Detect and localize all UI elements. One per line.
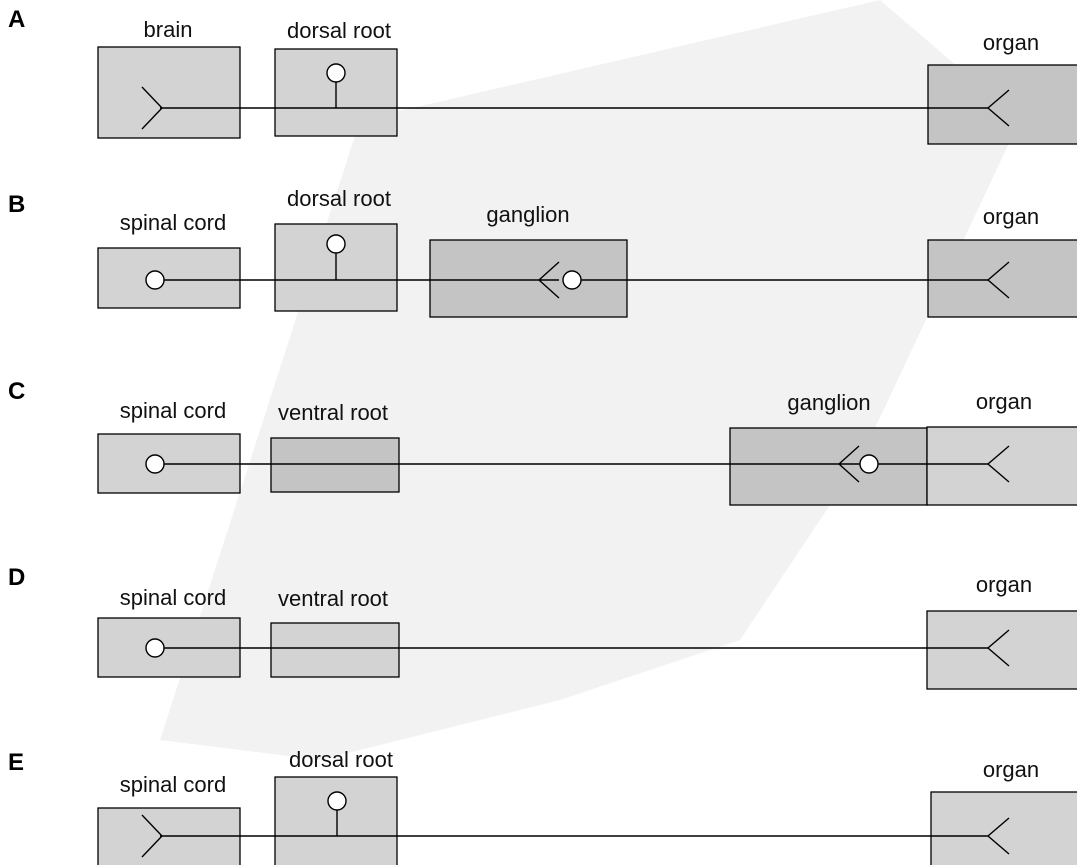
soma-circle-icon <box>145 270 165 290</box>
organ-box <box>927 64 1077 145</box>
soma-circle-icon <box>859 454 879 474</box>
organ-box <box>926 426 1077 506</box>
synapse-chevron-icon <box>537 261 560 299</box>
synapse-chevron-icon <box>986 89 1010 127</box>
organ-label: organ <box>983 204 1039 229</box>
soma-circle-icon <box>145 454 165 474</box>
box2-label: dorsal root <box>287 186 391 211</box>
option-b: B spinal cord dorsal root ganglion organ <box>8 186 1077 318</box>
box1-label: brain <box>144 17 193 42</box>
synapse-chevron-icon <box>986 629 1010 667</box>
box2-label: dorsal root <box>289 747 393 772</box>
option-d: D spinal cord ventral root organ <box>8 564 1077 690</box>
organ-label: organ <box>983 757 1039 782</box>
synapse-chevron-icon <box>986 445 1010 483</box>
option-letter: E <box>8 749 24 776</box>
option-letter: B <box>8 191 25 218</box>
ganglion-box <box>429 239 628 318</box>
watermark-logo <box>160 0 1020 760</box>
organ-label: organ <box>983 30 1039 55</box>
option-e: E spinal cord dorsal root organ <box>8 747 1077 865</box>
synapse-chevron-icon <box>837 445 860 483</box>
synapse-chevron-icon <box>986 261 1010 299</box>
soma-circle-icon <box>327 791 347 811</box>
organ-label: organ <box>976 572 1032 597</box>
option-letter: C <box>8 378 25 405</box>
ventral-root-box <box>270 437 400 493</box>
ganglion-box <box>729 427 928 506</box>
box1-label: spinal cord <box>120 772 226 797</box>
box2-label: ventral root <box>278 400 388 425</box>
ventral-root-box <box>270 622 400 678</box>
box2-label: dorsal root <box>287 18 391 43</box>
soma-circle-icon <box>326 234 346 254</box>
option-a: A brain dorsal root organ <box>8 6 1077 145</box>
soma-circle-icon <box>326 63 346 83</box>
soma-circle-icon <box>562 270 582 290</box>
box1-label: spinal cord <box>120 585 226 610</box>
synapse-chevron-icon <box>141 814 163 858</box>
spinal-cord-box <box>97 247 241 309</box>
organ-box <box>927 239 1077 318</box>
organ-box <box>930 791 1077 865</box>
option-letter: A <box>8 6 25 33</box>
ganglion-label: ganglion <box>486 202 569 227</box>
synapse-chevron-icon <box>986 817 1010 855</box>
box2-label: ventral root <box>278 586 388 611</box>
option-c: C spinal cord ventral root ganglion orga… <box>8 378 1077 506</box>
soma-circle-icon <box>145 638 165 658</box>
dorsal-root-box <box>274 776 398 865</box>
synapse-chevron-icon <box>141 86 163 130</box>
ganglion-label: ganglion <box>787 390 870 415</box>
box1-label: spinal cord <box>120 210 226 235</box>
organ-box <box>926 610 1077 690</box>
organ-label: organ <box>976 389 1032 414</box>
box1-label: spinal cord <box>120 398 226 423</box>
brain-box <box>97 46 241 139</box>
option-letter: D <box>8 564 25 591</box>
